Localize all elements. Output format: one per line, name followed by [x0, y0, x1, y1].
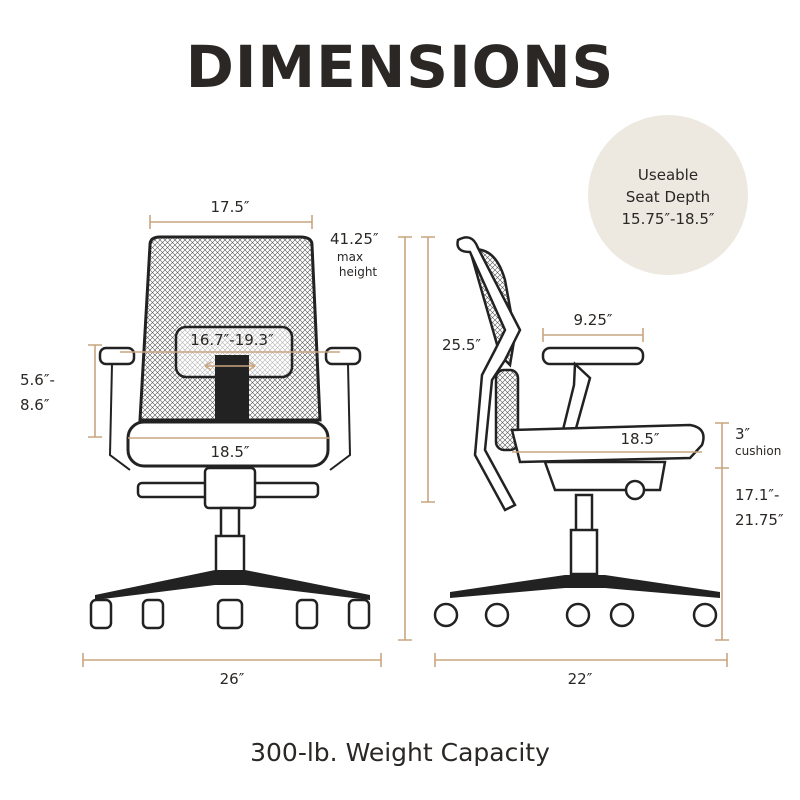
- side-seat-cushion: [510, 423, 705, 464]
- side-mechanism: [543, 460, 667, 492]
- side-dimension-lines: [421, 236, 729, 667]
- front-casters: [89, 598, 371, 630]
- front-view-chair: [89, 235, 371, 630]
- back-height-line: [421, 236, 435, 503]
- arm-height-label-1: 5.6″-: [20, 371, 55, 389]
- side-casters: [433, 602, 718, 628]
- lumbar-arrows: [204, 361, 256, 371]
- seat-height-label-1: 17.1″-: [735, 486, 779, 504]
- base-depth-label: 22″: [568, 670, 593, 688]
- side-gas-cylinder: [574, 493, 594, 533]
- side-armpad: [541, 346, 645, 366]
- front-right-armpad: [324, 346, 362, 366]
- badge-line-1: Useable: [638, 166, 698, 184]
- total-height-label: 41.25″: [330, 230, 379, 248]
- cushion-label: 3″: [735, 425, 751, 443]
- base-width-line: [82, 653, 382, 667]
- cushion-line: [715, 422, 729, 469]
- front-right-arm-post: [329, 363, 352, 471]
- arm-height-label-2: 8.6″: [20, 396, 50, 414]
- front-gas-cylinder: [219, 506, 241, 540]
- seat-height-line: [715, 468, 729, 641]
- back-width-line: [149, 215, 313, 229]
- arm-length-line: [542, 328, 644, 342]
- side-star-base: [450, 575, 720, 598]
- front-dimension-lines: [82, 215, 412, 667]
- badge-circle: [588, 115, 748, 275]
- seat-width-label: 18.5″: [210, 443, 249, 461]
- total-height-line: [398, 236, 412, 641]
- base-width-label: 26″: [220, 670, 245, 688]
- arm-height-line: [88, 344, 102, 438]
- base-depth-line: [434, 653, 728, 667]
- front-mechanism: [203, 466, 257, 510]
- badge-line-3: 15.75″-18.5″: [622, 210, 715, 228]
- back-height-label: 25.5″: [442, 336, 481, 354]
- side-tension-knob: [624, 479, 646, 501]
- seat-depth-label: 18.5″: [620, 430, 659, 448]
- side-view-chair: [433, 236, 720, 628]
- front-star-base: [95, 570, 370, 600]
- front-seat-cushion: [126, 420, 330, 468]
- page-title: DIMENSIONS: [186, 33, 615, 101]
- total-height-note-1: max: [337, 250, 363, 264]
- lumbar-range-label: 16.7″-19.3″: [190, 331, 274, 349]
- side-column-sleeve: [569, 528, 599, 576]
- total-height-note-2: height: [339, 265, 378, 279]
- front-left-armpad: [98, 346, 136, 366]
- seat-height-label-2: 21.75″: [735, 511, 784, 529]
- back-width-label: 17.5″: [210, 198, 249, 216]
- side-back-frame: [456, 236, 522, 512]
- weight-capacity: 300-lb. Weight Capacity: [250, 738, 550, 767]
- cushion-note: cushion: [735, 444, 781, 458]
- badge-line-2: Seat Depth: [626, 188, 710, 206]
- arm-length-label: 9.25″: [573, 311, 612, 329]
- seat-depth-badge: Useable Seat Depth 15.75″-18.5″: [588, 115, 748, 275]
- front-left-arm-post: [108, 363, 131, 471]
